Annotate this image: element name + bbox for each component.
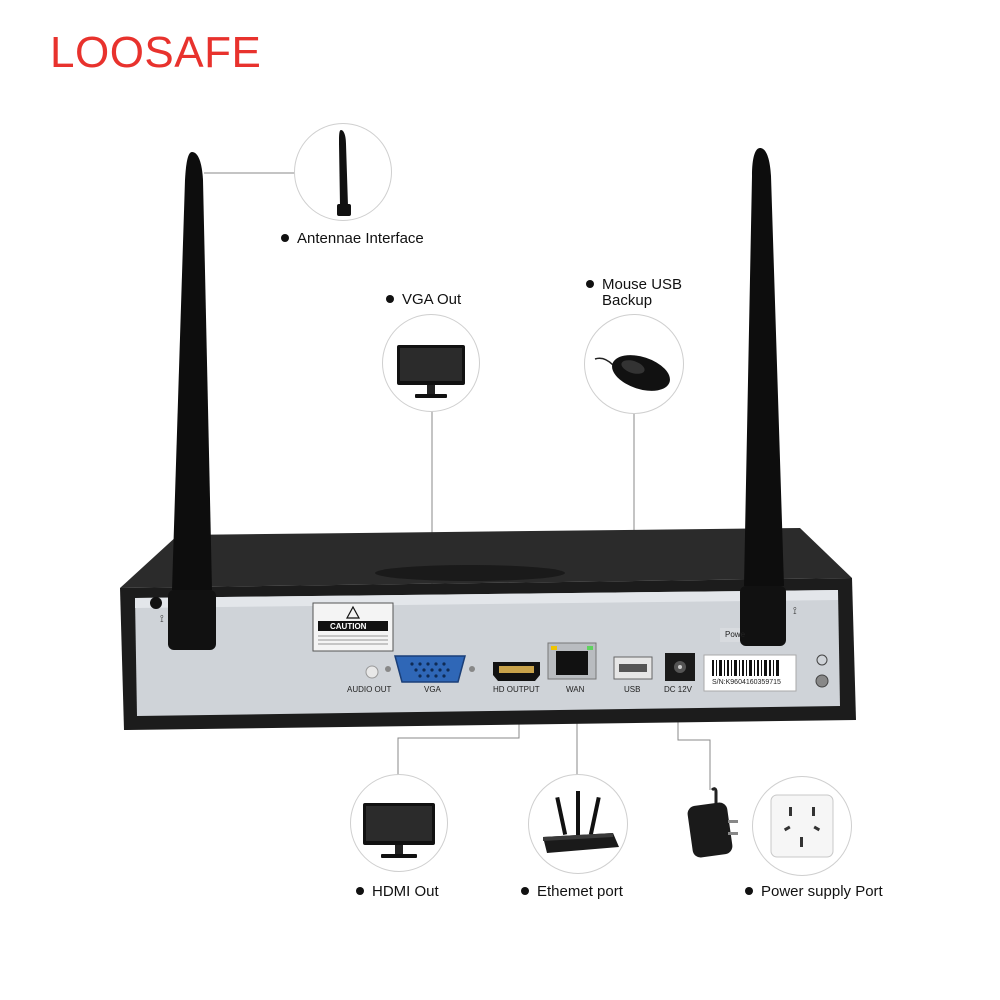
- ethernet-callout-text: Ethemet port: [537, 883, 623, 900]
- bullet-dot: [745, 887, 753, 896]
- serial-number: S/N:K9604160359715: [712, 679, 781, 686]
- wall-socket-icon: [770, 794, 834, 858]
- vga-port-label: VGA: [424, 685, 441, 694]
- router-icon: [543, 791, 619, 853]
- mouse-callout-text-line1: Mouse USB: [602, 276, 683, 293]
- ethernet-callout-circle: [528, 774, 628, 874]
- mouse-callout-label: Mouse USB Backup: [586, 277, 682, 309]
- hdmi-callout-text: HDMI Out: [372, 883, 439, 900]
- hdmi-callout-label: HDMI Out: [356, 883, 439, 900]
- wan-port-label: WAN: [566, 685, 585, 694]
- power-adapter-icon: [687, 787, 738, 858]
- bullet-dot: [586, 280, 594, 289]
- antenna-callout-text: Antennae Interface: [297, 230, 424, 247]
- monitor-icon: [363, 803, 435, 858]
- bullet-dot: [521, 887, 529, 896]
- vga-callout-circle: [382, 314, 480, 412]
- caution-label: CAUTION: [330, 622, 367, 631]
- power-label: Powe: [725, 630, 746, 639]
- brand-logo: LOOSAFE: [50, 28, 262, 77]
- usb-port-label: USB: [624, 685, 641, 694]
- power-callout-text: Power supply Port: [761, 883, 883, 900]
- wall-socket-callout-circle: [752, 776, 852, 876]
- svg-text:⟟: ⟟: [160, 614, 164, 625]
- antenna-icon: [337, 130, 351, 216]
- bullet-dot: [281, 234, 289, 243]
- hd-output-port-label: HD OUTPUT: [493, 685, 540, 694]
- bullet-dot: [356, 887, 364, 896]
- mouse-callout-text-line2: Backup: [602, 292, 653, 309]
- monitor-icon: [397, 345, 465, 398]
- vga-callout-label: VGA Out: [386, 291, 461, 308]
- audio-out-port-label: AUDIO OUT: [347, 685, 392, 694]
- power-callout-label: Power supply Port: [745, 883, 883, 900]
- mouse-callout-circle: [584, 314, 684, 414]
- hdmi-callout-circle: [350, 774, 448, 872]
- bullet-dot: [386, 295, 394, 304]
- antenna-callout-label: Antennae Interface: [281, 230, 424, 247]
- svg-text:⟟: ⟟: [793, 606, 797, 617]
- antenna-callout-circle: [294, 123, 392, 221]
- ethernet-callout-label: Ethemet port: [521, 883, 623, 900]
- dc-port-label: DC 12V: [664, 685, 693, 694]
- mouse-icon: [594, 355, 670, 391]
- vga-callout-text: VGA Out: [402, 291, 462, 308]
